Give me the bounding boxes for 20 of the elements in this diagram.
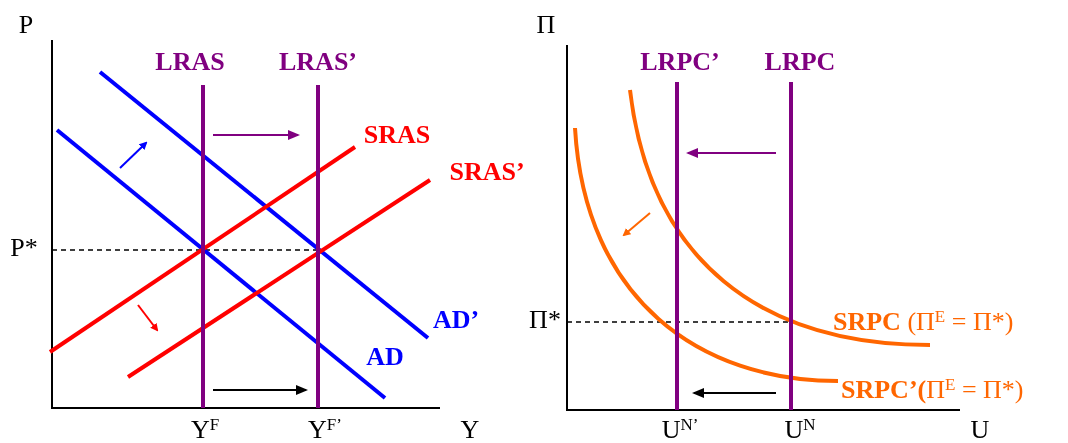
axis-label: U bbox=[970, 417, 990, 443]
curve-label: LRAS’ bbox=[279, 49, 357, 75]
axis-value-label: P* bbox=[10, 235, 38, 261]
axis-label: P bbox=[18, 12, 34, 38]
curve-label: SRPC’(Π$^{E}$ = Π*) bbox=[841, 377, 1024, 403]
curve-label: AD’ bbox=[432, 307, 480, 333]
curve-label: SRPC (Π$^{E}$ = Π*) bbox=[833, 309, 1014, 335]
curve-label: AD bbox=[366, 344, 404, 370]
axis-label: Y bbox=[460, 417, 480, 443]
axis-value-label: Π* bbox=[529, 307, 561, 333]
axis-label: Π bbox=[536, 12, 556, 38]
curve-label: LRPC’ bbox=[640, 49, 720, 75]
curve-label: SRAS bbox=[363, 122, 431, 148]
curve-label: LRPC bbox=[764, 49, 836, 75]
axis-value-label: Y$^{F}$ bbox=[190, 417, 220, 443]
axis-value-label: U$^{N’}$ bbox=[661, 417, 699, 443]
axis-value-label: U$^{N}$ bbox=[784, 417, 816, 443]
curve-label: LRAS bbox=[155, 49, 225, 75]
curve-label: SRAS’ bbox=[449, 159, 525, 185]
axis-value-label: Y$^{F’}$ bbox=[308, 417, 342, 443]
